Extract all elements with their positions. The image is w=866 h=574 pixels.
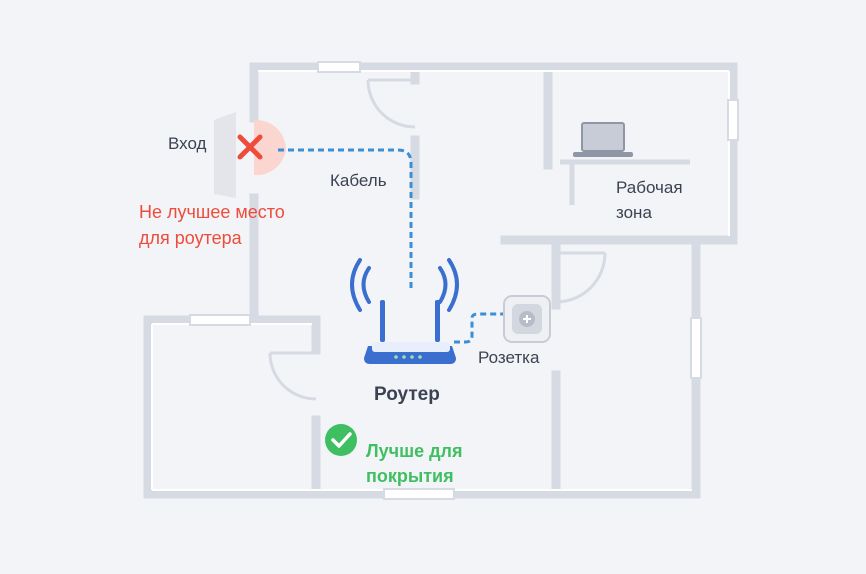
door-arcs bbox=[268, 78, 607, 401]
power-outlet-icon bbox=[503, 295, 551, 343]
bad-place-line2: для роутера bbox=[139, 228, 242, 248]
entrance-label: Вход bbox=[168, 134, 207, 153]
workspace-line2: зона bbox=[616, 203, 652, 222]
wall-inner-lines bbox=[151, 70, 730, 491]
good-line1: Лучше для bbox=[366, 441, 463, 461]
entrance-door-icon bbox=[214, 112, 287, 198]
router-label: Роутер bbox=[374, 384, 440, 405]
workspace-line1: Рабочая bbox=[616, 178, 683, 197]
desk bbox=[560, 159, 690, 205]
cable-lines bbox=[278, 148, 505, 344]
outlet-label: Розетка bbox=[478, 348, 540, 367]
wifi-signal-icon bbox=[350, 258, 459, 312]
bad-place-line1: Не лучшее место bbox=[139, 202, 285, 222]
cable-label: Кабель bbox=[330, 171, 387, 190]
router-icon bbox=[364, 300, 456, 364]
good-line2: покрытия bbox=[366, 466, 454, 486]
cross-icon bbox=[237, 134, 263, 160]
windows bbox=[189, 61, 739, 500]
laptop-icon bbox=[573, 122, 633, 157]
check-circle-icon bbox=[325, 424, 357, 456]
